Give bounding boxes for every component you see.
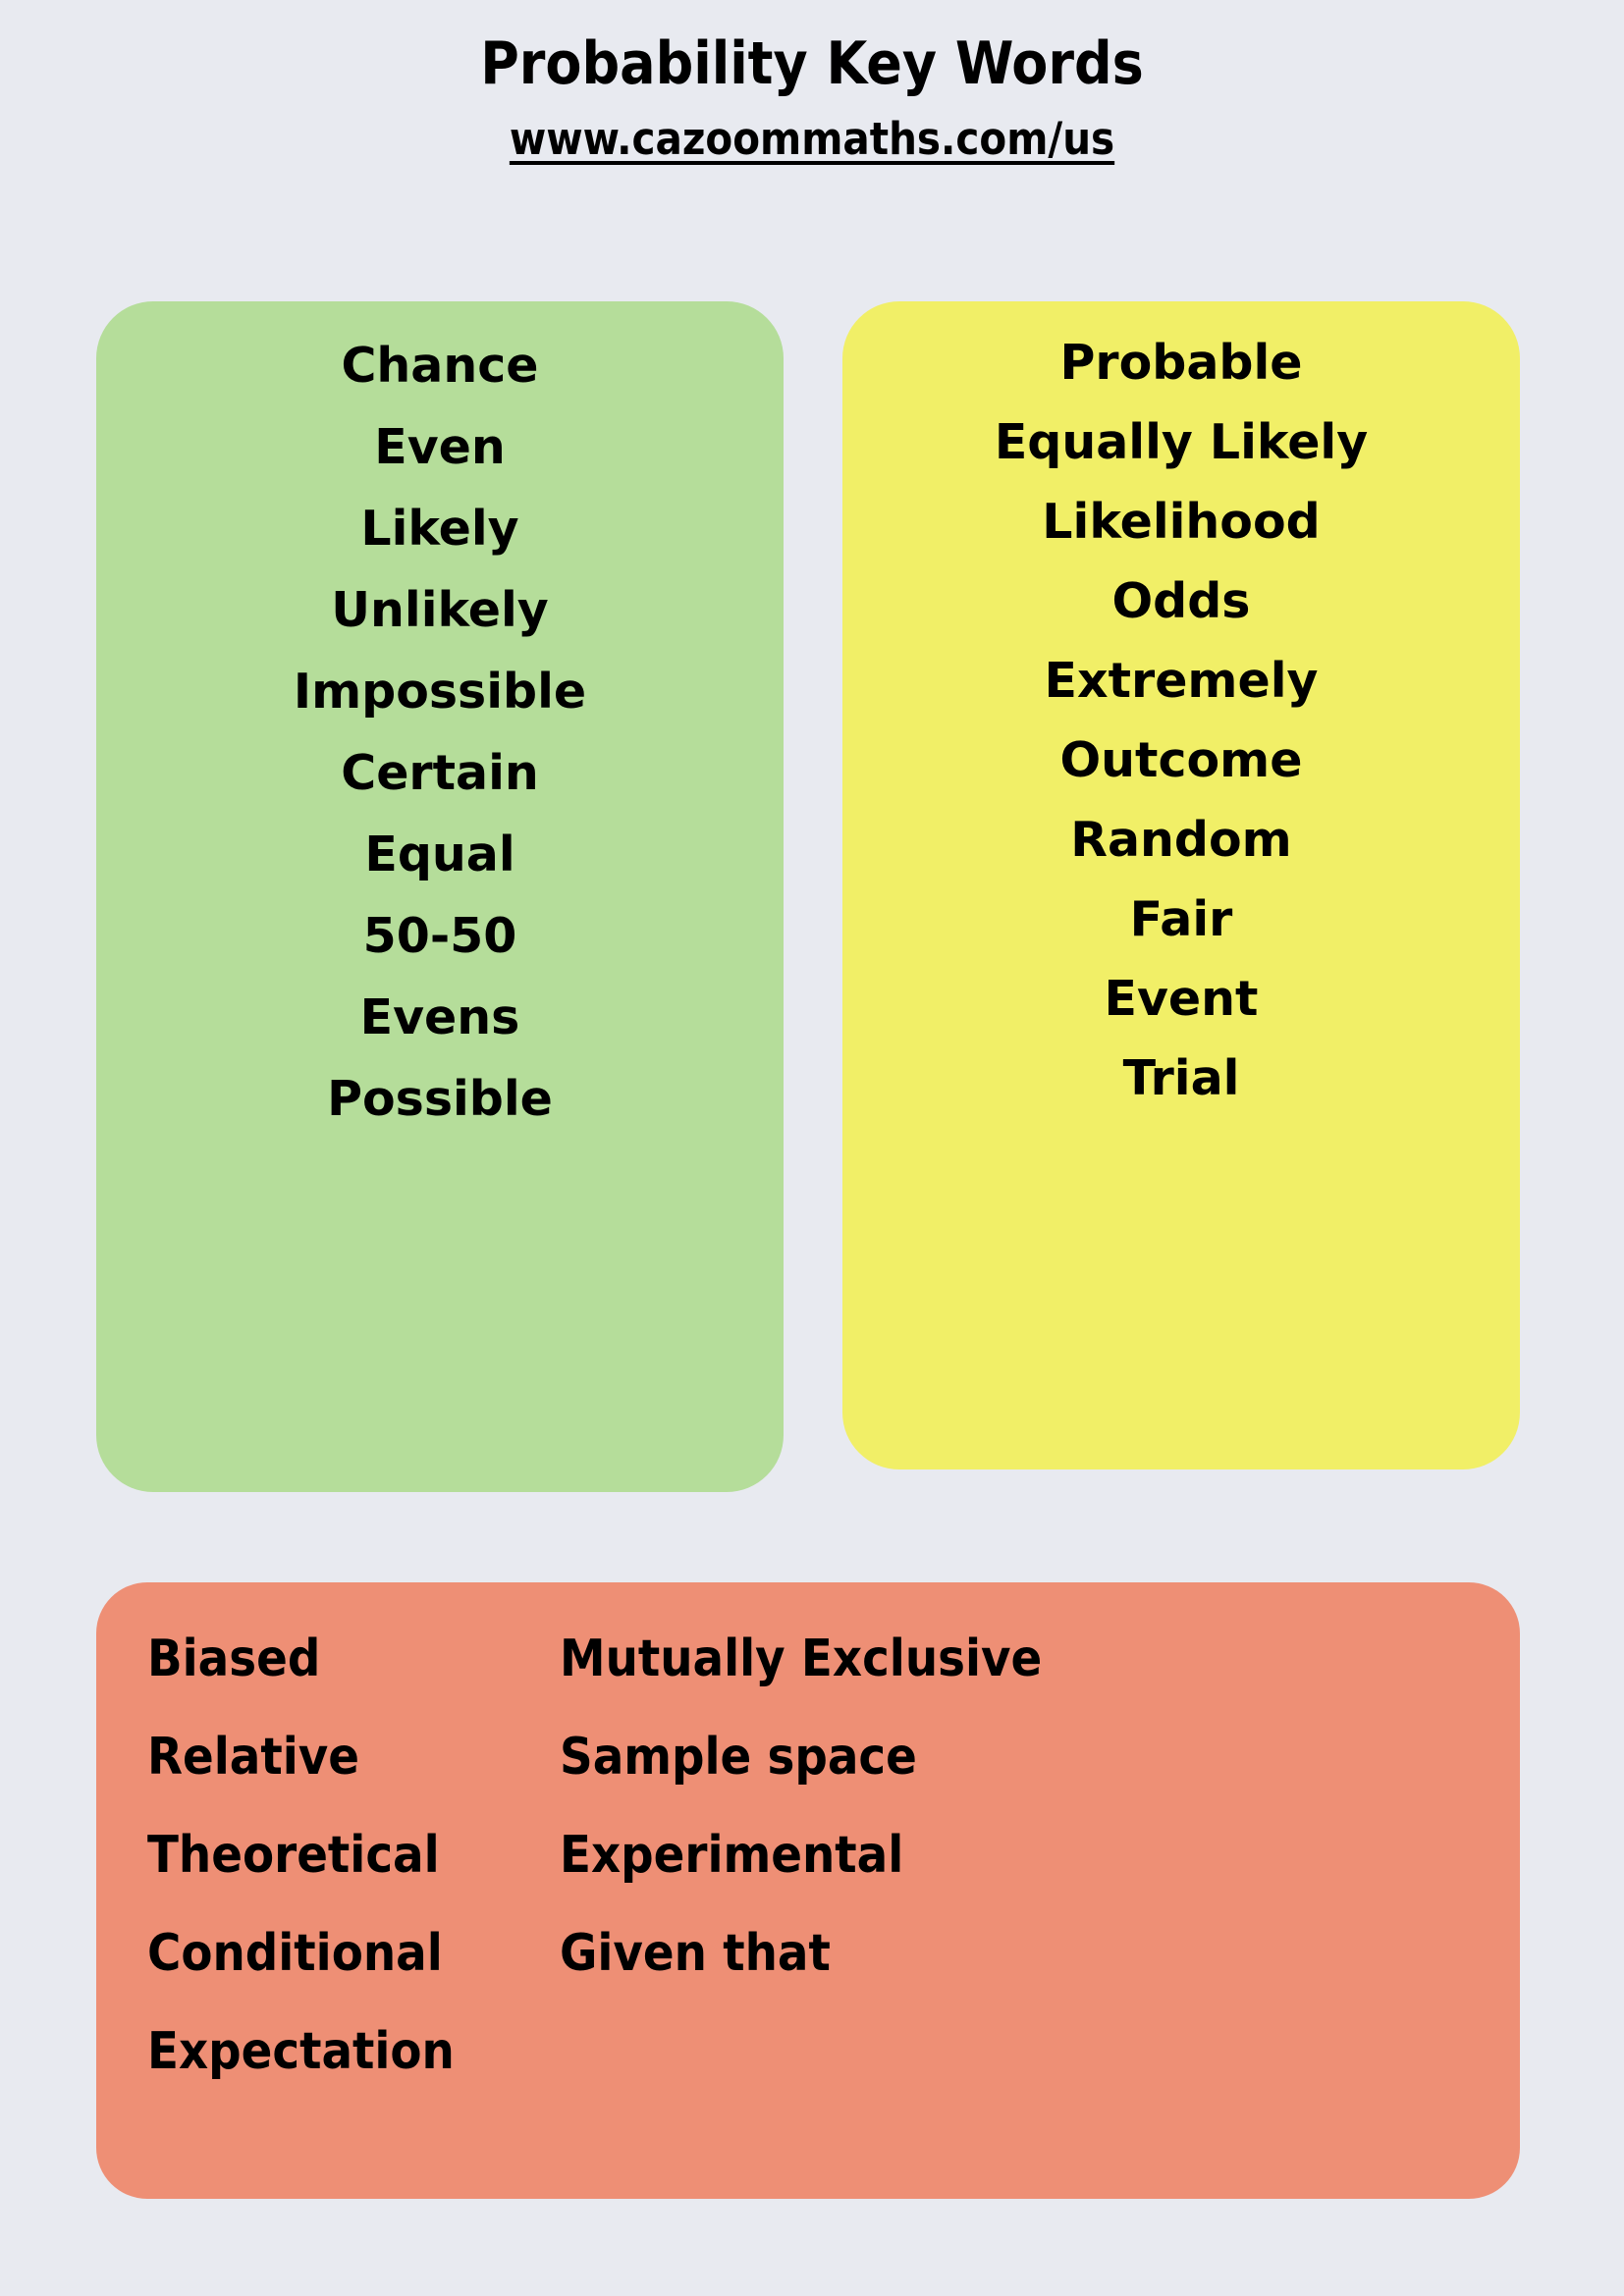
poster-header: Probability Key Words www.cazoommaths.co… xyxy=(0,0,1624,162)
orange-right-column: Mutually Exclusive Sample space Experime… xyxy=(560,1610,1404,2101)
orange-word-card: Biased Relative Theoretical Conditional … xyxy=(96,1582,1520,2199)
word-item: Fair xyxy=(1129,891,1233,947)
word-item: Evens xyxy=(359,989,520,1045)
yellow-word-list: Probable Equally Likely Likelihood Odds … xyxy=(842,301,1520,1469)
site-url-link[interactable]: www.cazoommaths.com/us xyxy=(509,113,1115,165)
word-item: Sample space xyxy=(560,1728,917,1787)
word-item: Even xyxy=(374,419,506,475)
word-item: 50-50 xyxy=(362,908,517,964)
word-item: Trial xyxy=(1122,1050,1240,1106)
word-item: Probable xyxy=(1059,335,1303,391)
word-item: Conditional xyxy=(147,1924,443,1983)
word-item: Chance xyxy=(341,338,539,394)
word-item: Likely xyxy=(360,501,519,557)
word-item: Equally Likely xyxy=(994,414,1369,470)
word-item: Likelihood xyxy=(1042,494,1321,550)
word-item: Odds xyxy=(1111,573,1251,629)
orange-word-grid: Biased Relative Theoretical Conditional … xyxy=(147,1610,1483,2101)
word-item: Relative xyxy=(147,1728,359,1787)
word-item: Equal xyxy=(364,827,515,882)
word-item: Impossible xyxy=(293,664,587,720)
word-item: Possible xyxy=(327,1071,553,1127)
word-item: Mutually Exclusive xyxy=(560,1629,1043,1688)
word-item: Experimental xyxy=(560,1826,904,1885)
word-item: Outcome xyxy=(1059,732,1303,788)
word-item: Certain xyxy=(341,745,539,801)
word-item: Expectation xyxy=(147,2022,455,2081)
green-word-card: Chance Even Likely Unlikely Impossible C… xyxy=(96,301,784,1492)
orange-left-column: Biased Relative Theoretical Conditional … xyxy=(147,1610,560,2101)
word-item: Unlikely xyxy=(331,582,549,638)
word-item: Biased xyxy=(147,1629,321,1688)
word-item: Theoretical xyxy=(147,1826,440,1885)
site-url-row: www.cazoommaths.com/us xyxy=(0,95,1624,161)
word-item: Given that xyxy=(560,1924,831,1983)
green-word-list: Chance Even Likely Unlikely Impossible C… xyxy=(96,301,784,1492)
word-item: Extremely xyxy=(1044,653,1319,709)
yellow-word-card: Probable Equally Likely Likelihood Odds … xyxy=(842,301,1520,1469)
page-title: Probability Key Words xyxy=(480,29,1144,98)
word-item: Random xyxy=(1070,812,1292,868)
word-item: Event xyxy=(1104,971,1259,1027)
